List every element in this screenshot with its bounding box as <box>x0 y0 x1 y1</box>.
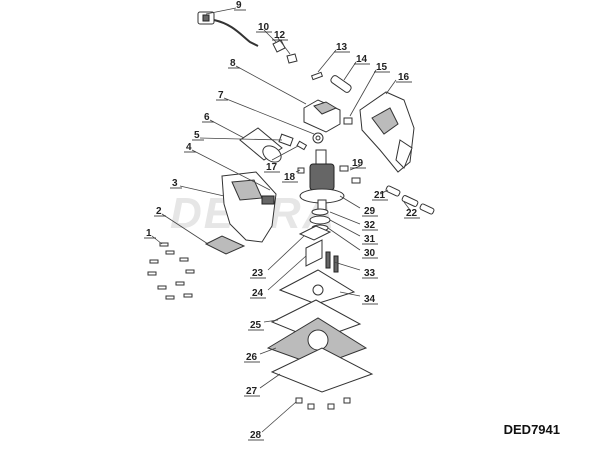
part-nuts <box>295 397 351 410</box>
callout-24: 24 <box>252 288 264 299</box>
callout-34: 34 <box>364 294 376 305</box>
callout-3: 3 <box>172 178 178 189</box>
callout-16: 16 <box>398 72 410 83</box>
part-sanding-sheet <box>270 347 374 393</box>
callout-28: 28 <box>250 430 262 441</box>
callout-13: 13 <box>336 42 348 53</box>
callout-25: 25 <box>250 320 262 331</box>
callout-27: 27 <box>246 386 258 397</box>
part-capacitor <box>385 185 435 215</box>
part-rubber-feet <box>325 251 339 273</box>
callout-2: 2 <box>156 206 162 217</box>
part-front-cover <box>204 235 246 255</box>
callout-labels: 9 10 12 13 14 15 16 8 7 6 5 4 3 2 1 17 1… <box>144 0 420 441</box>
callout-31: 31 <box>364 234 376 245</box>
callout-21: 21 <box>374 190 386 201</box>
part-bracket <box>298 225 332 267</box>
part-screws <box>147 242 195 300</box>
callout-1: 1 <box>146 228 152 239</box>
part-shaft <box>330 75 352 93</box>
part-dust-cylinder <box>239 127 283 163</box>
part-armature <box>299 149 345 211</box>
callout-12: 12 <box>274 30 286 41</box>
callout-30: 30 <box>364 248 376 259</box>
part-switch <box>278 133 294 147</box>
callout-9: 9 <box>236 0 242 11</box>
callout-19: 19 <box>352 158 364 169</box>
part-small-ring <box>312 132 324 144</box>
part-carbon-brush-cap <box>272 39 298 64</box>
part-base-plate <box>278 269 356 305</box>
part-pin <box>310 71 324 81</box>
callout-29: 29 <box>364 206 376 217</box>
callout-14: 14 <box>356 54 368 65</box>
callout-32: 32 <box>364 220 376 231</box>
callout-7: 7 <box>218 90 224 101</box>
callout-10: 10 <box>258 22 270 33</box>
callout-5: 5 <box>194 130 200 141</box>
part-housing-left <box>221 171 277 243</box>
leader-lines <box>151 7 411 433</box>
part-contact <box>296 140 308 174</box>
callout-23: 23 <box>252 268 264 279</box>
callout-33: 33 <box>364 268 376 279</box>
callout-6: 6 <box>204 112 210 123</box>
callout-18: 18 <box>284 172 296 183</box>
part-brush-holder <box>339 165 361 184</box>
callout-8: 8 <box>230 58 236 69</box>
drawing-code: DED7941 <box>503 422 560 437</box>
callout-22: 22 <box>406 208 418 219</box>
part-cap <box>303 99 341 133</box>
callout-17: 17 <box>266 162 278 173</box>
part-spring <box>343 117 353 125</box>
callout-26: 26 <box>246 352 258 363</box>
part-power-cord <box>197 11 259 47</box>
callout-15: 15 <box>376 62 388 73</box>
callout-4: 4 <box>186 142 192 153</box>
part-housing-right <box>359 91 415 173</box>
